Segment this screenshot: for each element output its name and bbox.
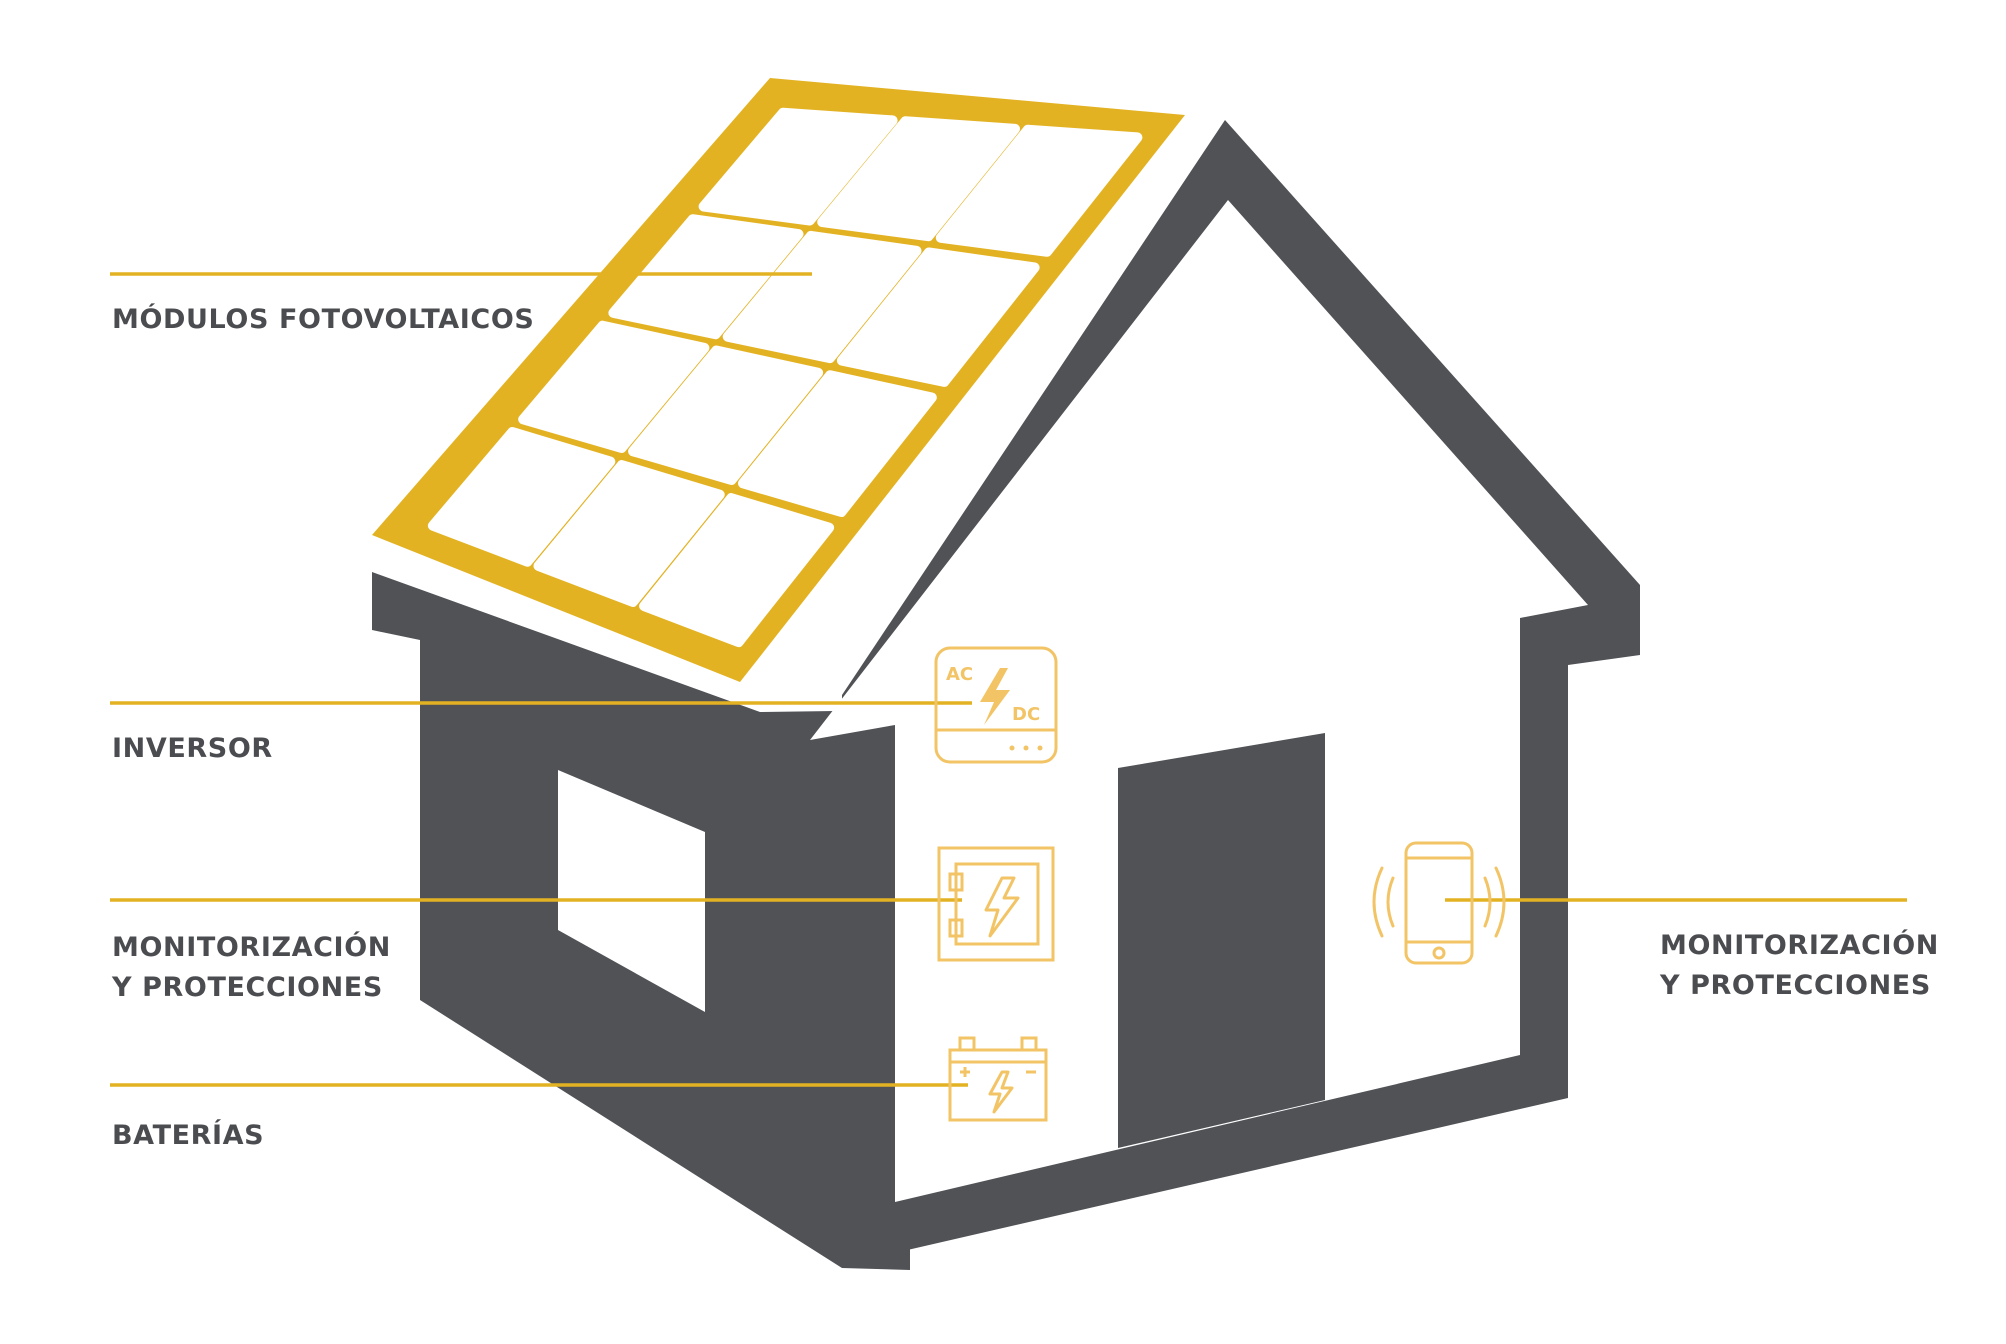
solar-panel-cell xyxy=(698,107,898,226)
smartphone-icon-wave xyxy=(1494,866,1506,938)
label-modulos-text: MÓDULOS FOTOVOLTAICOS xyxy=(112,304,535,335)
label-inversor-text: INVERSOR xyxy=(112,733,273,764)
leader-lines xyxy=(110,272,1907,1087)
protection-panel-terminal xyxy=(948,918,964,938)
protection-panel-icon xyxy=(937,846,1055,962)
smartphone-icon-home xyxy=(1432,946,1446,960)
inverter-icon-ac: AC xyxy=(946,664,973,685)
battery-icon-terminal xyxy=(958,1036,976,1052)
inverter-icon-dot xyxy=(1023,745,1029,751)
smartphone-icon-body xyxy=(1404,841,1474,965)
label-monitorizacion-right-line1: MONITORIZACIÓN xyxy=(1660,930,1939,961)
smartphone-icon-wave xyxy=(1483,876,1492,928)
solar-panel-cell xyxy=(533,460,725,607)
solar-panel-cell xyxy=(427,427,616,567)
label-monitorizacion-left-line1: MONITORIZACIÓN xyxy=(112,932,391,963)
house-window xyxy=(558,770,705,1012)
solar-panel-cell xyxy=(836,247,1040,387)
solar-panel-cells xyxy=(427,107,1143,648)
solar-panel-cell xyxy=(738,370,937,517)
smartphone-icon xyxy=(1372,841,1506,965)
label-monitorizacion-left-line2: Y PROTECCIONES xyxy=(112,972,383,1003)
inverter-icon-body xyxy=(934,646,1058,764)
protection-panel-terminal xyxy=(948,872,964,892)
solar-panel-cell xyxy=(817,116,1020,242)
solar-panel-cell xyxy=(722,230,922,364)
battery-bolt-icon xyxy=(988,1070,1014,1114)
inverter-icon-dc: DC xyxy=(1012,704,1040,725)
solar-panel xyxy=(372,78,1185,682)
battery-icon-terminal xyxy=(1020,1036,1038,1052)
protection-bolt-icon xyxy=(984,876,1020,938)
inverter-icon: AC DC xyxy=(934,646,1058,764)
label-baterias-text: BATERÍAS xyxy=(112,1120,265,1151)
inverter-icon-dot xyxy=(1037,745,1043,751)
label-monitorizacion-left: MONITORIZACIÓN Y PROTECCIONES xyxy=(112,928,391,1008)
battery-plus-icon xyxy=(960,1067,970,1077)
label-monitorizacion-right-line2: Y PROTECCIONES xyxy=(1660,970,1931,1001)
house-door xyxy=(1118,733,1325,1148)
label-baterias: BATERÍAS xyxy=(112,1116,264,1156)
label-monitorizacion-right: MONITORIZACIÓN Y PROTECCIONES xyxy=(1660,926,1939,1006)
label-modulos-fotovoltaicos: MÓDULOS FOTOVOLTAICOS xyxy=(112,300,534,340)
solar-panel-cell xyxy=(628,345,824,485)
inverter-icon-dot xyxy=(1009,745,1015,751)
solar-panel-cell xyxy=(935,124,1143,257)
solar-panel-cell xyxy=(518,320,710,453)
inverter-bolt-icon xyxy=(980,668,1010,725)
solar-panel-cell xyxy=(608,214,804,340)
protection-panel-inner xyxy=(954,862,1040,946)
smartphone-icon-wave xyxy=(1372,866,1384,938)
protection-panel-outer xyxy=(937,846,1055,962)
battery-icon xyxy=(948,1036,1048,1122)
label-inversor: INVERSOR xyxy=(112,729,273,769)
battery-icon-body xyxy=(948,1048,1048,1122)
smartphone-icon-wave xyxy=(1386,876,1395,928)
house-front-face xyxy=(810,200,1588,1202)
solar-panel-cell xyxy=(639,493,835,648)
